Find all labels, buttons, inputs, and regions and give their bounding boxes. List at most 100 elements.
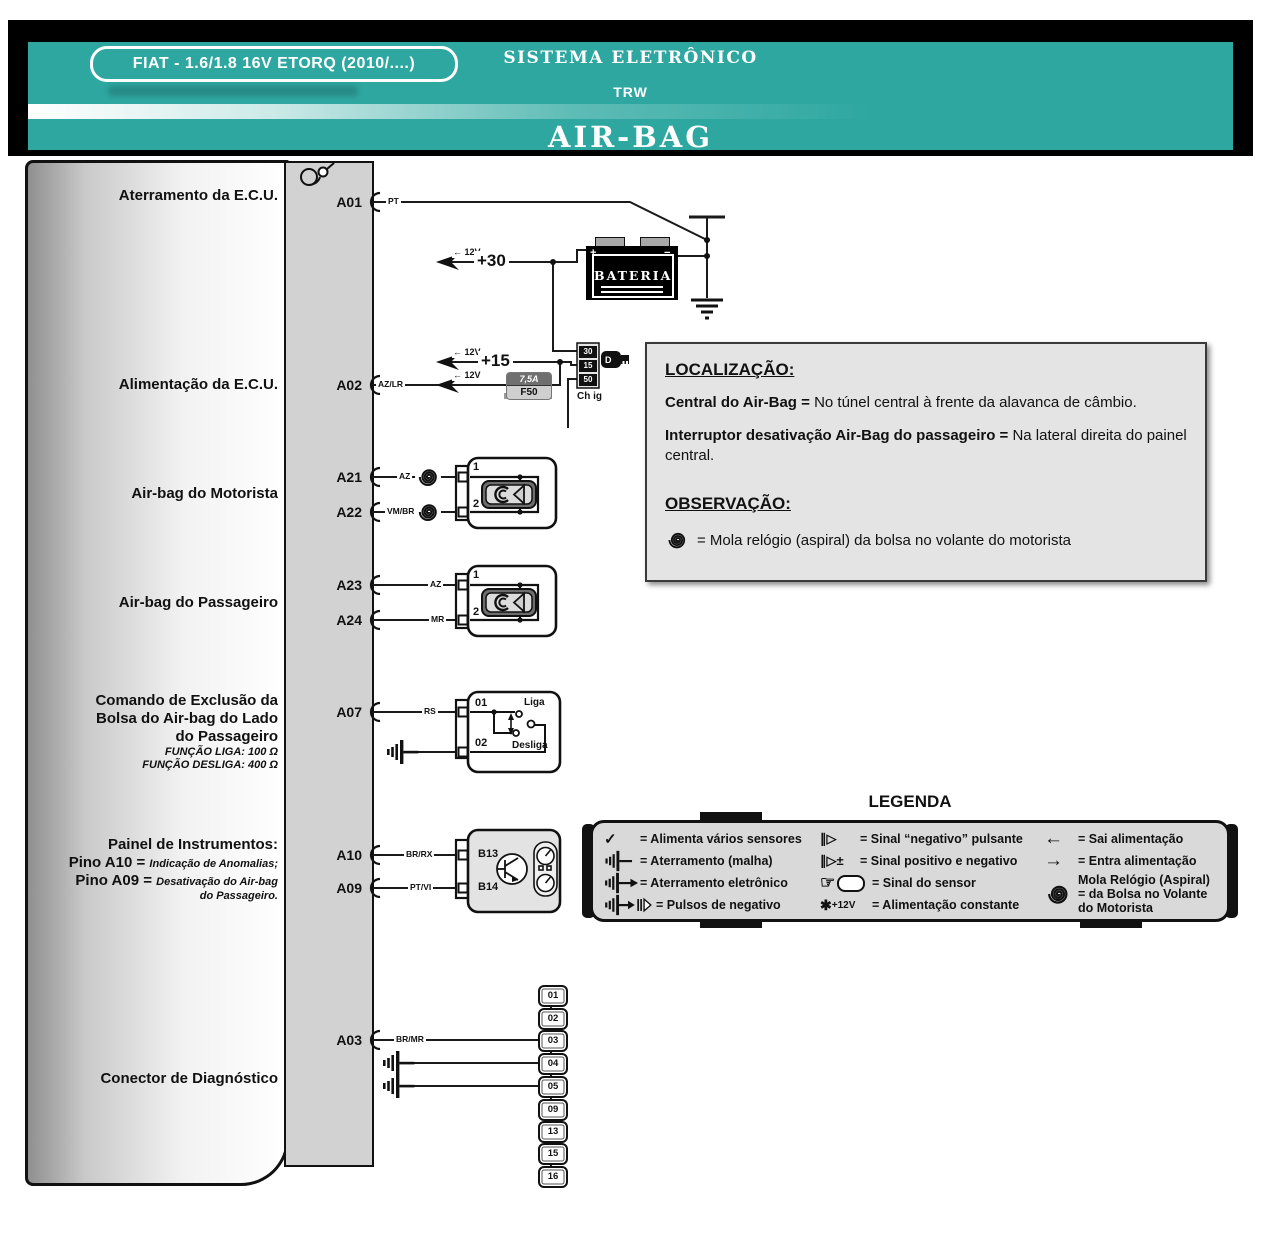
wire-label-rs: RS: [422, 706, 438, 717]
ecu-pin-a03: A03: [336, 1032, 362, 1048]
legend-column-1: ✓= Alimenta vários sensores = Aterrament…: [604, 828, 816, 916]
model-badge: FIAT - 1.6/1.8 16V ETORQ (2010/....): [90, 46, 458, 82]
battery-minus-sign: −: [664, 247, 671, 259]
fuse-f50: 7,5A F50: [506, 372, 552, 400]
ecu-pin-a21: A21: [336, 469, 362, 485]
diag-pin-03: 03: [538, 1030, 568, 1052]
label-diagnostic-connector: Conector de Diagnóstico: [100, 1070, 278, 1087]
driver-airbag-pin-2: 2: [473, 498, 480, 510]
clock-spring-icon: [668, 532, 686, 549]
ecu-pin-a24: A24: [336, 612, 362, 628]
wire-label-pt: PT: [386, 196, 401, 207]
label-exclusion-note1: FUNÇÃO LIGA: 100 Ω: [164, 746, 278, 758]
diag-pin-15: 15: [538, 1143, 568, 1165]
exclusion-switch-module: [454, 690, 562, 774]
exclusion-off-label: Desliga: [512, 740, 548, 751]
ecu-pin-a02: A02: [336, 377, 362, 393]
ignition-key-letter: D: [605, 355, 612, 365]
location-title: LOCALIZAÇÃO:: [665, 360, 795, 379]
transistor-icon: [496, 853, 528, 885]
negative-pulses-icon: [604, 894, 652, 916]
model-badge-label: FIAT - 1.6/1.8 16V ETORQ (2010/....): [132, 55, 416, 72]
badge-smudge: [108, 86, 358, 96]
battery-label: BATERIA: [594, 268, 673, 283]
ecu-pin-a22: A22: [336, 504, 362, 520]
location-item-2: Interruptor desativação Air-Bag do passa…: [665, 427, 1187, 464]
ecu-pin-a01: A01: [336, 194, 362, 210]
legend-box: [590, 820, 1230, 922]
manufacturer-name: TRW: [613, 84, 648, 100]
wire-label-az21: AZ: [397, 471, 413, 482]
ecu-pin-a07: A07: [336, 704, 362, 720]
diag-pin-05: 05: [538, 1076, 568, 1098]
airbag-icon: [300, 162, 335, 186]
battery-deco-line: [601, 286, 663, 288]
passenger-airbag-pin-1: 1: [473, 569, 480, 581]
star-12v-icon: ✱: [820, 896, 832, 913]
airbag-squib-module: [454, 456, 558, 530]
header-band: FIAT - 1.6/1.8 16V ETORQ (2010/....) SIS…: [8, 20, 1253, 156]
diag-pin-02: 02: [538, 1008, 568, 1030]
exclusion-pin-01: 01: [475, 697, 488, 709]
ignition-terminal-50: 50: [579, 373, 597, 386]
power-out-arrows: [436, 254, 459, 393]
page-title: AIR-BAG: [548, 120, 713, 154]
earth-ground-icon: [691, 298, 723, 320]
clock-spring-legend-text: Mola Relógio (Aspiral) = da Bolsa no Vol…: [1078, 873, 1210, 915]
clock-spring-icons: [415, 464, 441, 525]
label-ecu-power: Alimentação da E.C.U.: [118, 376, 278, 393]
observation-row: = Mola relógio (aspiral) da bolsa no vol…: [665, 528, 1187, 552]
wire-battery-positive: [448, 249, 586, 263]
diag-pin-01: 01: [538, 985, 568, 1007]
label-12v-plus30: ← 12V: [452, 247, 482, 258]
sensor-oval-icon: [837, 874, 866, 892]
passenger-airbag-pin-2: 2: [473, 606, 480, 618]
battery-plus-sign: +: [590, 247, 597, 259]
observation-title: OBSERVAÇÃO:: [665, 494, 791, 513]
ecu-pin-a23: A23: [336, 577, 362, 593]
wire-label-az23: AZ: [428, 579, 444, 590]
ecu-pin-a10: A10: [336, 847, 362, 863]
gauge-cluster-icon: [533, 841, 558, 897]
node-plus15: +15: [478, 351, 513, 370]
header-stripe: [28, 104, 1233, 119]
instrument-panel-module: [454, 828, 562, 914]
node-plus30: +30: [474, 251, 509, 270]
label-12v-plus15: ← 12V: [452, 347, 482, 358]
exclusion-on-label: Liga: [524, 697, 545, 708]
junction-dots: [550, 237, 710, 365]
instrument-pin-b14: B14: [478, 881, 499, 893]
diag-pin-16: 16: [538, 1166, 568, 1188]
wire-label-ptvi: PT/VI: [408, 882, 434, 893]
label-ecu-ground: Aterramento da E.C.U.: [118, 187, 278, 204]
ecu-connector-column: [284, 161, 374, 1167]
power-in-arrow-icon: →: [1044, 850, 1063, 871]
pulse-pos-neg-icon: ∥▷±: [820, 853, 844, 868]
legend-column-3: ←= Sai alimentação →= Entra alimentação …: [1044, 828, 1210, 915]
label-exclusion-command: Comando de Exclusão da Bolsa do Air-bag …: [40, 692, 278, 772]
wire-a01-pt: [372, 201, 708, 241]
wire-label-vmbr: VM/BR: [385, 506, 417, 517]
wire-label-azlr: AZ/LR: [376, 379, 406, 390]
ground-electronic-icon: [605, 872, 639, 894]
ignition-label: Ch ig: [577, 391, 602, 402]
ecu-pin-a09: A09: [336, 880, 362, 896]
legend-title: LEGENDA: [868, 792, 952, 811]
ignition-terminal-15: 15: [579, 359, 597, 372]
diag-pin-09: 09: [538, 1099, 568, 1121]
system-title: SISTEMA ELETRÔNICO: [503, 48, 758, 68]
wire-fuse-to-plus15: [550, 363, 561, 386]
legend-column-2: ∥▷= Sinal “negativo” pulsante ∥▷±= Sinal…: [820, 831, 1023, 913]
label-instrument-panel: Painel de Instrumentos: Pino A10 = Indic…: [68, 836, 278, 902]
power-out-arrow-icon: ←: [1044, 828, 1063, 849]
battery-inner-frame: BATERIA: [592, 254, 674, 298]
label-exclusion-note2: FUNÇÃO DESLIGA: 400 Ω: [142, 759, 278, 771]
label-12v-a02: ← 12V: [452, 370, 482, 381]
exclusion-pin-02: 02: [475, 737, 488, 749]
ecu-pin-hooks: [369, 191, 381, 1051]
diag-pin-04: 04: [538, 1053, 568, 1075]
location-item-1: Central do Air-Bag = No túnel central à …: [665, 394, 1137, 411]
wire-label-brrx: BR/RX: [404, 849, 435, 860]
wire-label-brmr: BR/MR: [394, 1034, 426, 1045]
